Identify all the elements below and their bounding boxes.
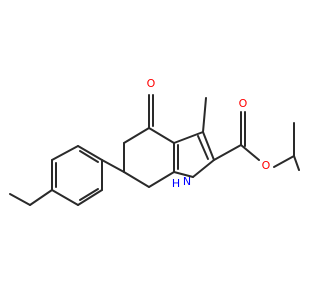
bond	[192, 159, 215, 178]
bond	[79, 188, 99, 201]
bond	[202, 131, 215, 161]
bond	[202, 97, 207, 133]
oxygen-label-carbonyl: O	[239, 97, 248, 110]
nitrogen-label: N	[183, 175, 191, 188]
bond	[213, 144, 242, 161]
bond	[123, 127, 150, 144]
bond	[77, 189, 103, 206]
bond	[173, 171, 194, 178]
bond	[51, 145, 79, 161]
molecule-canvas: O O O N H	[9, 77, 300, 206]
bond	[77, 145, 103, 161]
bond	[173, 131, 204, 144]
bond	[29, 189, 53, 206]
bond	[273, 155, 295, 168]
bond	[240, 144, 260, 161]
bond	[123, 171, 150, 188]
bond	[9, 193, 31, 206]
bond	[79, 150, 99, 163]
oxygen-label-ketone: O	[147, 77, 156, 90]
bond	[293, 155, 300, 171]
bond	[197, 135, 209, 160]
bond	[51, 189, 79, 206]
structure-svg: O O O N H	[9, 77, 300, 206]
hydrogen-label: H	[172, 177, 180, 190]
bond	[148, 127, 175, 144]
bond	[101, 159, 125, 173]
bond	[148, 171, 175, 188]
oxygen-label-ester: O	[262, 159, 271, 172]
